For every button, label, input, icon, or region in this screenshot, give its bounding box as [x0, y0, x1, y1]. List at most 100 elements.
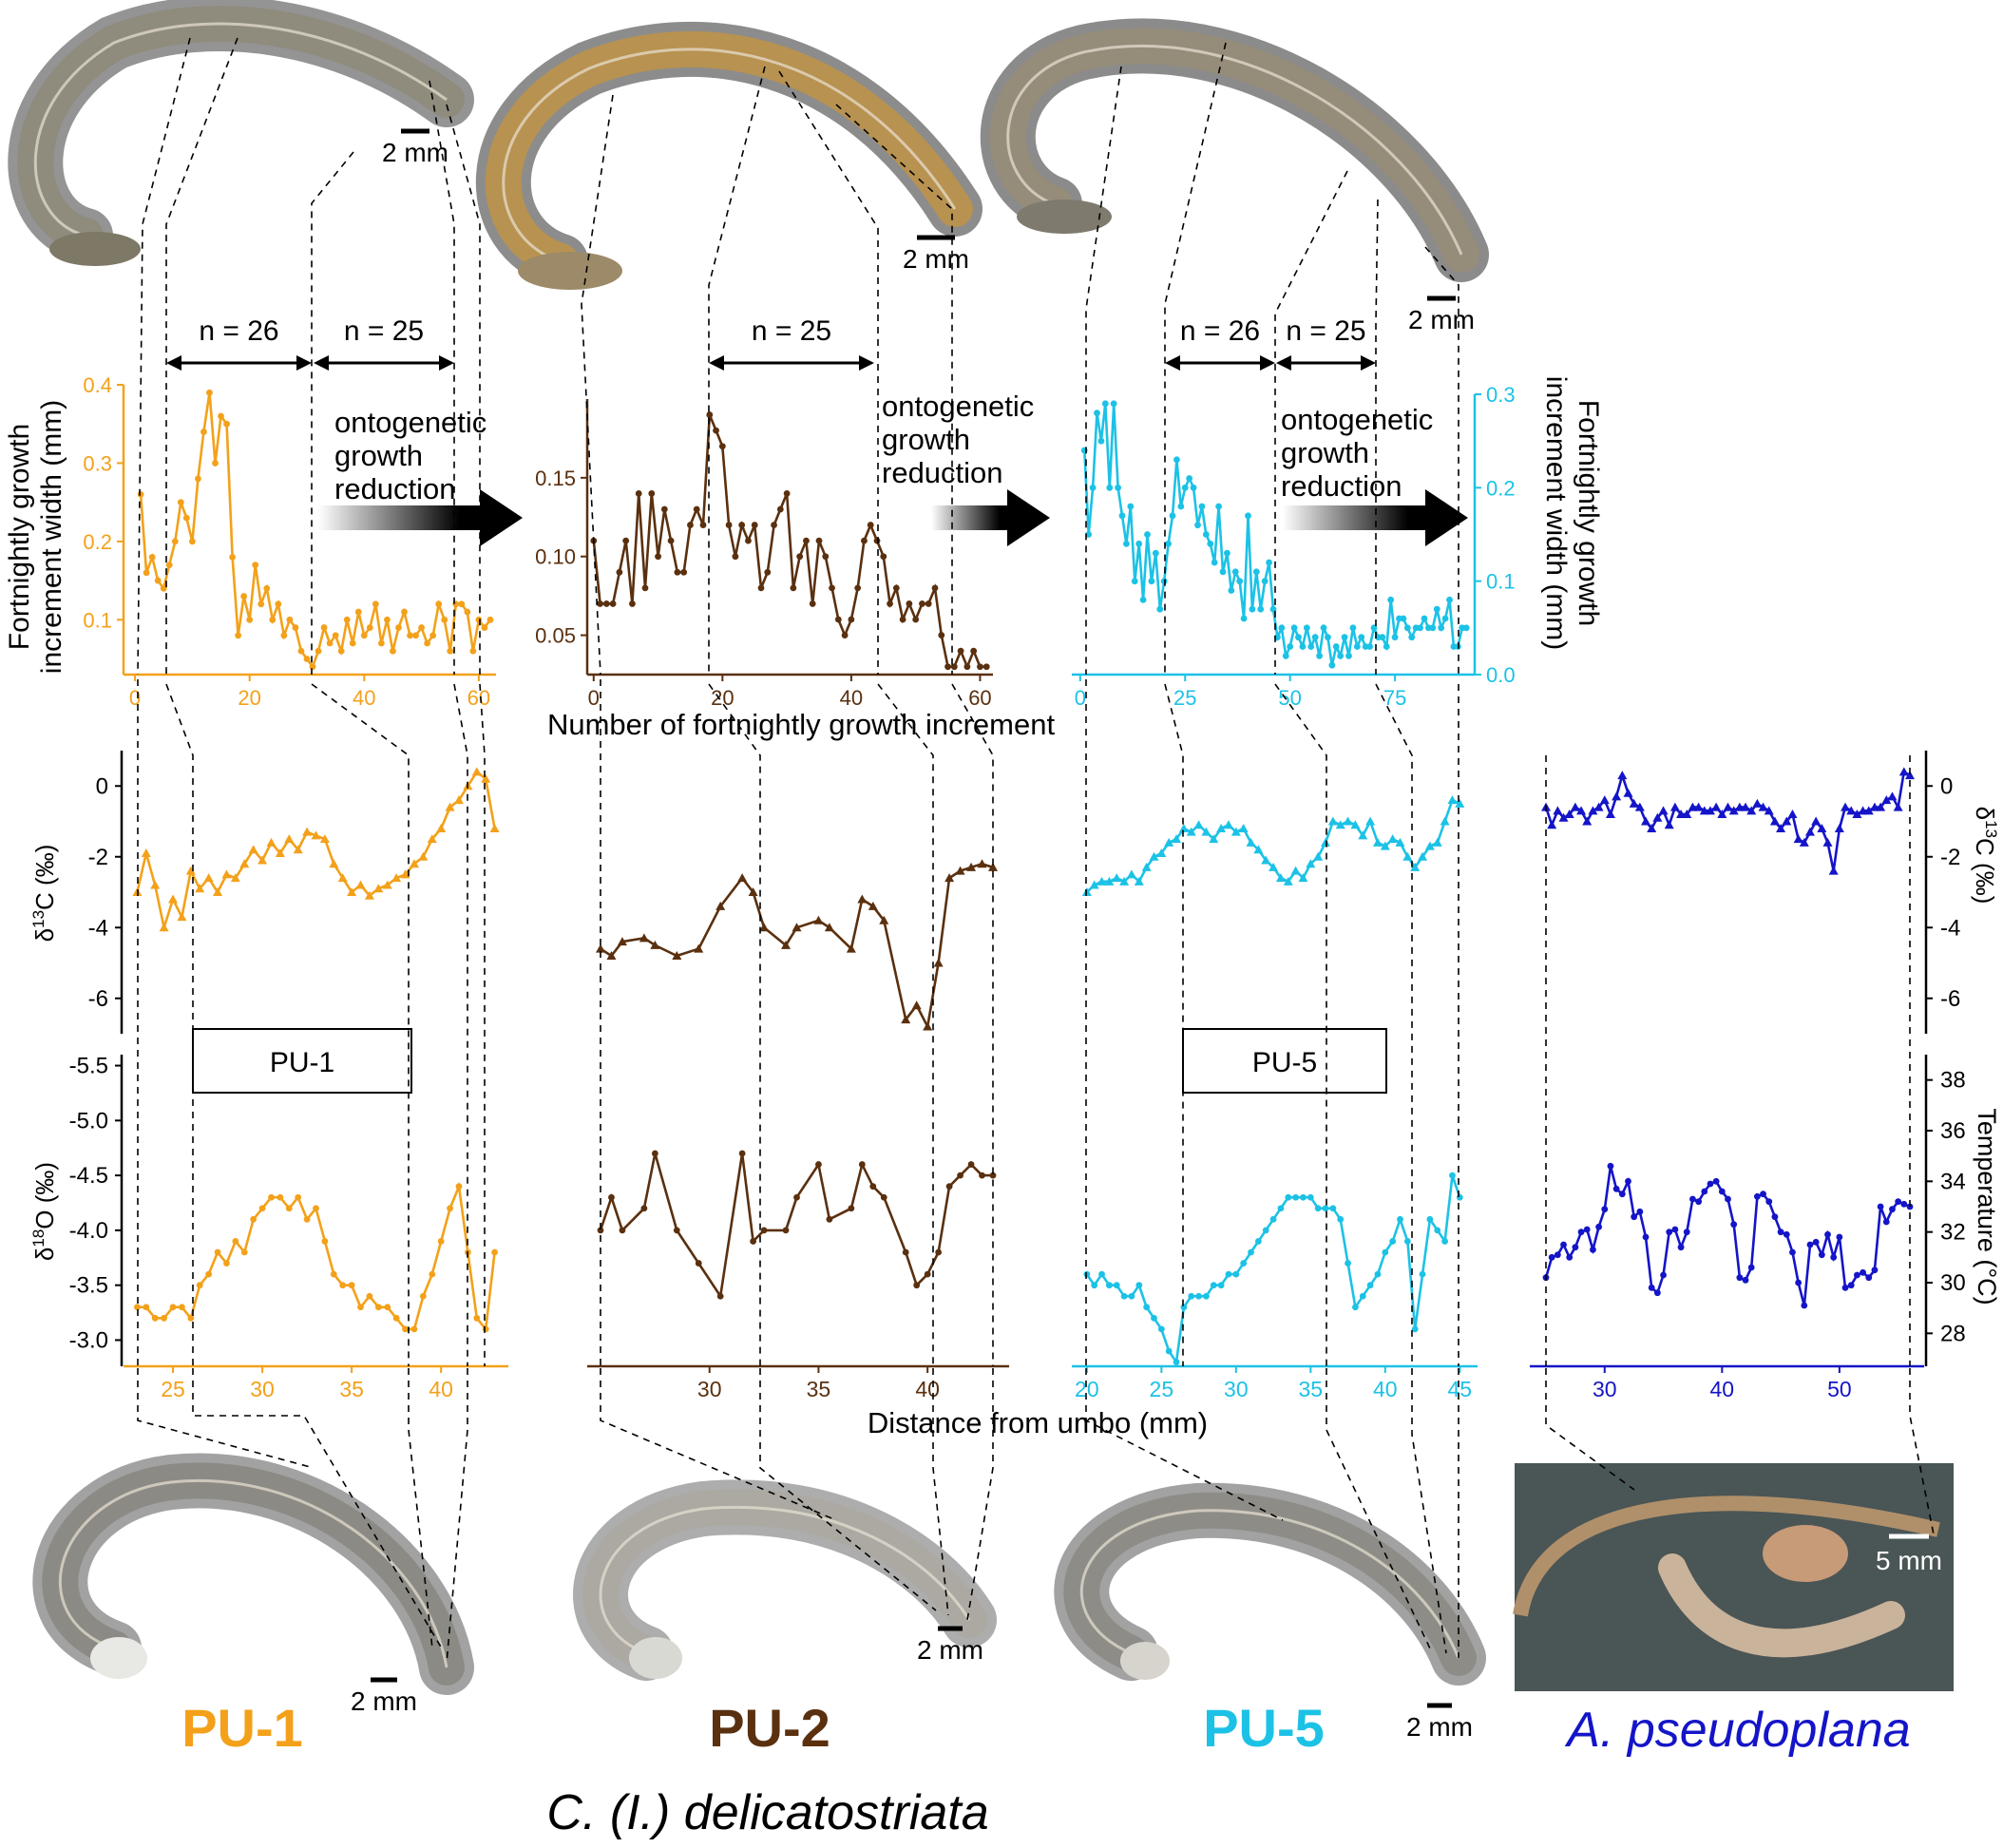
width-data-point — [1110, 400, 1117, 408]
d13c-data-point — [1881, 795, 1892, 805]
d13c-data-point — [436, 823, 447, 832]
width-data-point — [1353, 643, 1361, 650]
d18o-data-point — [1865, 1274, 1873, 1282]
width-data-point — [160, 584, 167, 592]
d13c-data-point — [1593, 802, 1604, 811]
width-data-point — [337, 647, 345, 655]
bracket-label: n = 25 — [752, 315, 831, 347]
d18o-data-point — [339, 1282, 347, 1289]
d18o-data-point — [410, 1325, 418, 1333]
d13c-data-point — [1793, 834, 1803, 844]
d18o-x-tick-label: 30 — [1224, 1377, 1249, 1401]
correlation-dashed-line — [1164, 42, 1227, 675]
width-data-point — [1337, 652, 1345, 659]
width-ylabel-right-line1: Fortnightly growth — [1573, 400, 1604, 626]
width-data-point — [326, 639, 334, 647]
d13c-data-point — [1209, 834, 1219, 844]
width-data-point — [240, 593, 248, 600]
d13c-data-point — [1741, 802, 1751, 811]
d13c-data-point — [1623, 788, 1633, 797]
d18o-data-point — [268, 1193, 275, 1201]
d18o-data-point — [134, 1304, 141, 1311]
shell-top-pu5-umbo — [1017, 200, 1112, 234]
d18o-data-point — [1618, 1191, 1626, 1198]
d18o-data-point — [1601, 1206, 1609, 1213]
d13c-data-point — [1728, 806, 1739, 815]
scale-bar-bottom-pu5-label: 2 mm — [1406, 1712, 1473, 1742]
width-data-point — [1257, 605, 1265, 613]
d18o-data-point — [1841, 1284, 1849, 1291]
d13c-data-point — [911, 1000, 922, 1010]
d18o-x-tick-label: 35 — [339, 1377, 364, 1401]
onto-label-line: growth — [334, 439, 423, 472]
correlation-dashed-line — [1085, 66, 1122, 675]
d18o-data-point — [1225, 1270, 1232, 1278]
d18o-data-point — [1210, 1282, 1217, 1289]
temperature-y-tick-label: 32 — [1940, 1220, 1966, 1246]
width-data-point — [796, 553, 804, 561]
d18o-data-point — [473, 1314, 481, 1322]
d13c-data-point — [868, 901, 878, 910]
d13c-data-point — [239, 859, 250, 868]
d13c-data-point — [1863, 806, 1874, 815]
d13c-data-point — [1564, 810, 1574, 819]
d18o-data-point — [1397, 1215, 1403, 1223]
d18o-data-point — [214, 1248, 221, 1256]
d13c-data-point — [177, 912, 187, 922]
width-data-point — [154, 577, 162, 584]
d13c-y-tick-label-left: -2 — [88, 845, 108, 870]
width-data-point — [303, 656, 311, 662]
width-data-point — [481, 624, 488, 631]
d18o-data-point — [482, 1325, 489, 1333]
d13c-data-point — [1410, 862, 1421, 871]
d18o-data-point — [402, 1325, 409, 1333]
d18o-x-tick-label: 40 — [429, 1377, 453, 1401]
d18o-series-line — [599, 1153, 993, 1300]
d18o-y-tick-label: -4.0 — [69, 1218, 108, 1244]
d18o-data-point — [1771, 1213, 1779, 1221]
width-data-point — [1379, 634, 1386, 641]
d18o-data-point — [1329, 1205, 1337, 1212]
y-tick-label: 0.0 — [1486, 663, 1516, 687]
width-data-point — [629, 600, 636, 607]
d13c-data-point — [1141, 862, 1152, 871]
d18o-x-tick-label: 30 — [697, 1377, 722, 1401]
correlation-dashed-line — [877, 683, 934, 1366]
width-data-point — [848, 616, 855, 623]
d13c-data-point — [813, 915, 824, 924]
d13c-data-point — [302, 827, 313, 836]
d18o-data-point — [1411, 1325, 1419, 1333]
box-pu5-label: PU-5 — [1252, 1047, 1317, 1078]
width-data-point — [1211, 559, 1218, 566]
d18o-data-point — [1871, 1267, 1879, 1274]
correlation-dashed-line — [1164, 683, 1184, 1366]
y-tick-label: 0.3 — [1486, 383, 1516, 407]
width-data-point — [597, 600, 603, 607]
d18o-data-point — [1612, 1185, 1620, 1192]
correlation-dashed-line — [759, 1368, 937, 1611]
d18o-data-point — [1765, 1198, 1773, 1206]
d13c-data-point — [150, 880, 161, 889]
d18o-data-point — [967, 1161, 975, 1168]
width-data-point — [1303, 624, 1310, 632]
d18o-x-tick-label: 30 — [1593, 1377, 1617, 1401]
d13c-data-point — [1605, 810, 1615, 819]
d13c-data-point — [453, 795, 464, 805]
d18o-data-point — [348, 1282, 355, 1289]
width-data-point — [458, 600, 466, 608]
d13c-data-point — [1811, 816, 1822, 826]
onto-label-line: growth — [1281, 436, 1369, 469]
bracket-arrowhead-right — [439, 355, 454, 371]
bracket-label: n = 25 — [344, 315, 424, 347]
width-data-point — [751, 522, 758, 528]
d18o-data-point — [1374, 1270, 1382, 1278]
width-data-point — [182, 514, 190, 522]
temperature-ylabel: Temperature (°C) — [1973, 1108, 2001, 1305]
d18o-data-point — [608, 1193, 615, 1201]
y-tick-label: 0.2 — [83, 530, 112, 554]
width-data-point — [1156, 605, 1164, 613]
d18o-data-point — [880, 1193, 887, 1201]
width-data-point — [1421, 615, 1428, 622]
width-data-point — [699, 522, 707, 528]
d18o-data-point — [455, 1183, 463, 1191]
